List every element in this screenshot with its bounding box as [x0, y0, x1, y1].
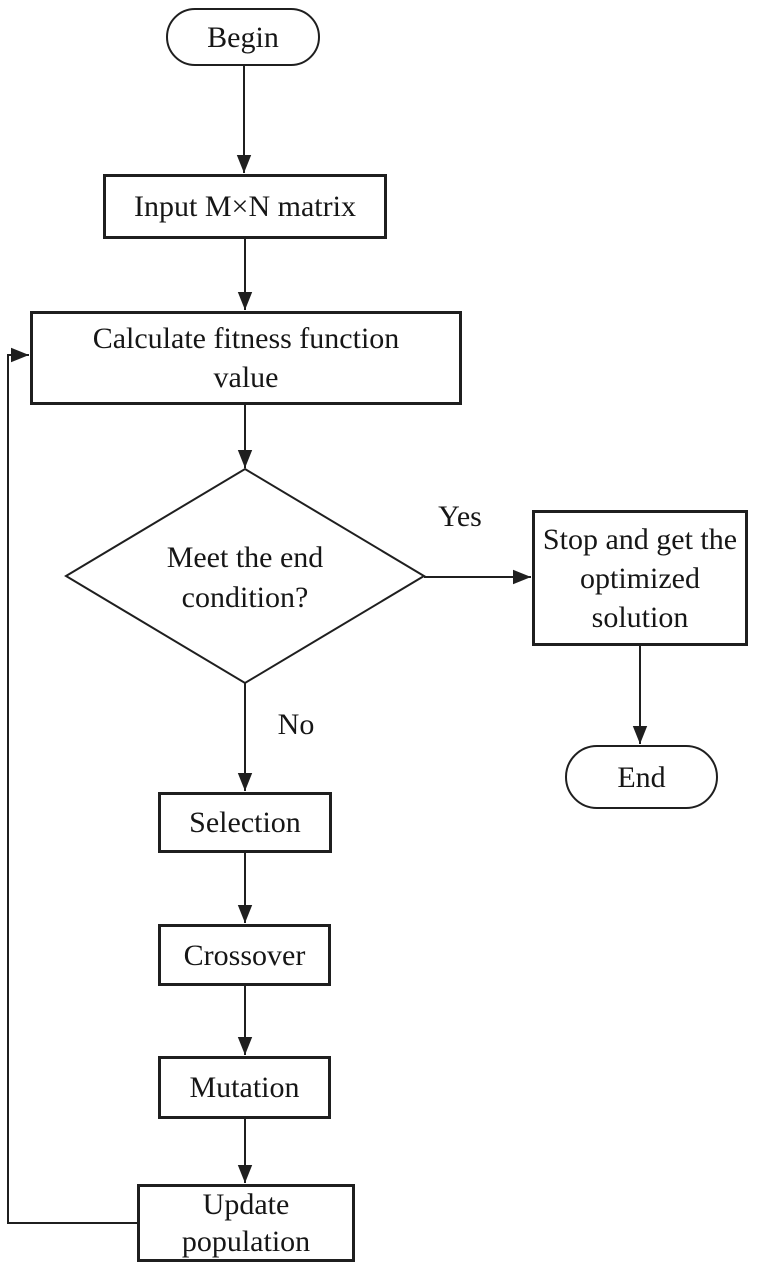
- node-update-population: Update population: [137, 1184, 355, 1262]
- node-end-condition: Meet the end condition?: [115, 528, 375, 628]
- node-selection-label: Selection: [189, 806, 301, 839]
- node-mutation-label: Mutation: [189, 1071, 300, 1104]
- node-end-condition-label: Meet the end condition?: [166, 540, 324, 615]
- edge-label-no-text: No: [277, 708, 315, 741]
- node-calculate-fitness-label: Calculate fitness function value: [92, 322, 400, 394]
- node-begin: Begin: [166, 8, 320, 66]
- node-stop-solution: Stop and get the optimized solution: [532, 510, 748, 646]
- node-input-matrix-label: Input M×N matrix: [134, 190, 356, 223]
- node-crossover-label: Crossover: [183, 938, 306, 972]
- node-stop-solution-label: Stop and get the optimized solution: [542, 522, 738, 634]
- edge-label-no: No: [261, 704, 331, 746]
- node-selection: Selection: [158, 792, 332, 853]
- node-crossover: Crossover: [158, 924, 331, 986]
- node-end-label: End: [617, 760, 666, 794]
- node-input-matrix: Input M×N matrix: [103, 174, 387, 239]
- edge-update-to-calculate-feedback: [7, 347, 137, 1224]
- edge-label-yes-text: Yes: [438, 500, 482, 533]
- node-update-population-label: Update population: [181, 1187, 311, 1259]
- node-calculate-fitness: Calculate fitness function value: [30, 311, 462, 405]
- node-mutation: Mutation: [158, 1056, 331, 1119]
- decision-diamond-shape: [64, 467, 426, 685]
- edge-label-yes: Yes: [420, 496, 500, 538]
- node-end: End: [565, 745, 718, 809]
- node-begin-label: Begin: [207, 20, 279, 54]
